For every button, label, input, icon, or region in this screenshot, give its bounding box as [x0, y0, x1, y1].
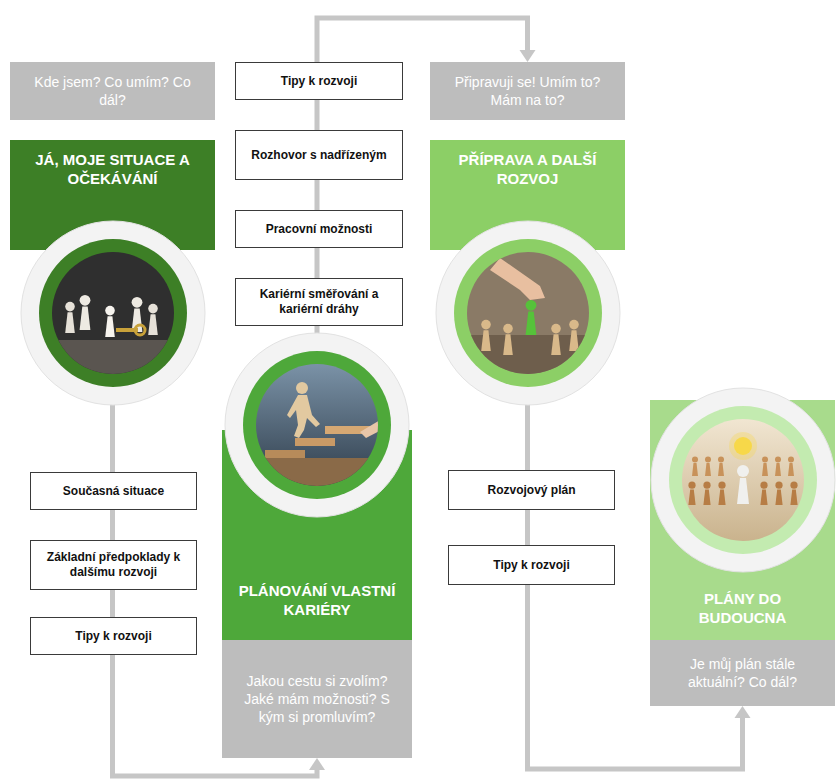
question-text: Jakou cestu si zvolím? Jaké mám možnosti… — [232, 672, 402, 726]
topic-box: Pracovní možnosti — [235, 210, 403, 248]
topic-box: Základní předpoklady k dalšímu rozvoji — [30, 540, 197, 590]
topic-label: Tipy k rozvoji — [493, 558, 569, 573]
question-text: Kde jsem? Co umím? Co dál? — [20, 73, 205, 109]
phase-title: PLÁNY DO BUDOUCNA — [660, 589, 825, 627]
phase-title: JÁ, MOJE SITUACE A OČEKÁVÁNÍ — [20, 150, 205, 188]
topic-box: Současná situace — [30, 472, 197, 510]
photo-circle — [651, 388, 835, 572]
phase-title: PŘÍPRAVA A DALŠÍ ROZVOJ — [440, 150, 615, 188]
topic-label: Tipy k rozvoji — [75, 629, 151, 644]
photo-circle — [21, 221, 205, 405]
topic-box: Tipy k rozvoji — [235, 62, 403, 100]
phase-panel: PŘÍPRAVA A DALŠÍ ROZVOJ — [430, 140, 625, 216]
question-box: Připravuji se! Umím to? Mám na to? — [430, 62, 625, 120]
question-box: Jakou cestu si zvolím? Jaké mám možnosti… — [222, 640, 412, 758]
topic-label: Tipy k rozvoji — [281, 74, 357, 89]
topic-box: Tipy k rozvoji — [448, 545, 615, 585]
topic-box: Kariérní směřování a kariérní dráhy — [235, 278, 403, 326]
phase-panel: PLÁNOVÁNÍ VLASTNÍ KARIÉRY — [222, 560, 412, 640]
phase-panel: JÁ, MOJE SITUACE A OČEKÁVÁNÍ — [10, 140, 215, 216]
topic-label: Základní předpoklady k dalšímu rozvoji — [39, 550, 188, 580]
topic-box: Tipy k rozvoji — [30, 617, 197, 655]
arrow-head — [309, 758, 325, 770]
question-box: Kde jsem? Co umím? Co dál? — [10, 62, 215, 120]
topic-box: Rozhovor s nadřízeným — [235, 130, 403, 180]
topic-label: Pracovní možnosti — [266, 222, 373, 237]
topic-label: Kariérní směřování a kariérní dráhy — [244, 287, 394, 317]
photo-circle — [436, 221, 620, 405]
question-text: Připravuji se! Umím to? Mám na to? — [440, 73, 615, 109]
question-box: Je můj plán stále aktuální? Co dál? — [650, 640, 835, 706]
question-text: Je můj plán stále aktuální? Co dál? — [660, 655, 825, 691]
photo-circle — [225, 333, 409, 517]
arrow-head — [735, 706, 751, 718]
topic-label: Rozvojový plán — [487, 483, 575, 498]
topic-label: Současná situace — [63, 484, 164, 499]
phase-title: PLÁNOVÁNÍ VLASTNÍ KARIÉRY — [232, 581, 402, 619]
phase-panel: PLÁNY DO BUDOUCNA — [650, 575, 835, 640]
topic-box: Rozvojový plán — [448, 470, 615, 510]
arrow-head — [520, 50, 536, 62]
topic-label: Rozhovor s nadřízeným — [251, 148, 386, 163]
